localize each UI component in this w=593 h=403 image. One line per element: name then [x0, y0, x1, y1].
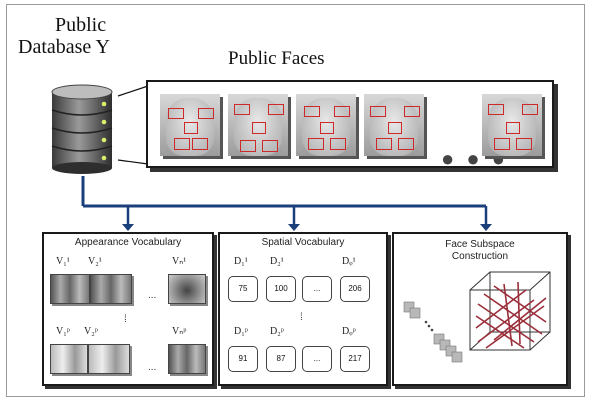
spatial-label: Dᵩ¹ — [342, 256, 356, 267]
face-subspace-title-line2: Construction — [451, 251, 509, 262]
face-subspace-title-line1: Face Subspace — [445, 239, 515, 250]
appearance-ellipsis: ... — [148, 362, 157, 373]
face-subspace-panel: Face Subspace Construction — [392, 232, 568, 386]
link-line-bottom — [117, 159, 149, 165]
appearance-label: Vₙ¹ — [172, 256, 187, 267]
spatial-label: D₂¹ — [270, 256, 284, 267]
appearance-vocabulary-panel: Appearance Vocabulary V₁¹ V₂¹ Vₙ¹ ... ⁞ … — [42, 232, 214, 386]
appearance-word-image — [50, 274, 90, 304]
spatial-value-box: ... — [302, 346, 332, 372]
public-faces-title: Public Faces — [228, 48, 325, 69]
spatial-vocabulary-panel: Spatial Vocabulary D₁¹ D₂¹ Dᵩ¹ 75 100 ..… — [218, 232, 388, 386]
public-faces-panel: ● ● ● — [146, 80, 554, 171]
face-thumbnail — [482, 94, 542, 156]
spatial-vocabulary-title: Spatial Vocabulary — [261, 237, 345, 248]
arrow-appearance — [122, 224, 134, 231]
appearance-label: Vₙᵖ — [172, 326, 187, 337]
appearance-label: V₂¹ — [88, 256, 102, 267]
spatial-value-box: 100 — [266, 276, 296, 302]
spatial-vdots: ⁞ — [300, 312, 303, 323]
appearance-label: V₂ᵖ — [84, 326, 98, 337]
appearance-word-image — [90, 274, 132, 304]
spatial-value-box: 217 — [340, 346, 370, 372]
spatial-value-box: 91 — [228, 346, 258, 372]
spatial-label: D₁ᵖ — [234, 326, 248, 337]
arrow-spatial — [288, 224, 300, 231]
spatial-value-box: 75 — [228, 276, 258, 302]
spatial-label: Dᵩᵖ — [342, 326, 356, 337]
face-thumbnail — [160, 94, 220, 156]
spatial-value-box: 206 — [340, 276, 370, 302]
appearance-word-image — [88, 344, 130, 374]
face-thumbnail — [296, 94, 356, 156]
appearance-vocabulary-title: Appearance Vocabulary — [74, 237, 182, 248]
appearance-ellipsis: ... — [148, 290, 157, 301]
appearance-word-image — [168, 344, 206, 374]
database-title-line2: Database Y — [18, 36, 110, 58]
database-title: Public Database Y — [8, 14, 158, 58]
database-icon — [51, 84, 113, 174]
face-thumbnail — [364, 94, 424, 156]
appearance-word-image — [168, 274, 206, 304]
database-title-line1: Public — [55, 14, 107, 36]
arrow-subspace — [480, 224, 492, 231]
spatial-value-box: 87 — [266, 346, 296, 372]
appearance-label: V₁ᵖ — [56, 326, 70, 337]
link-line-top — [117, 85, 149, 97]
face-thumbnail — [228, 94, 288, 156]
appearance-vdots: ⁞ — [124, 314, 127, 325]
subspace-cube-illustration — [403, 271, 551, 363]
spatial-label: D₂ᵖ — [270, 326, 284, 337]
appearance-label: V₁¹ — [56, 256, 70, 267]
face-subspace-title: Face Subspace Construction — [394, 239, 566, 263]
spatial-label: D₁¹ — [234, 256, 248, 267]
spatial-value-box: ... — [302, 276, 332, 302]
appearance-word-image — [50, 344, 88, 374]
